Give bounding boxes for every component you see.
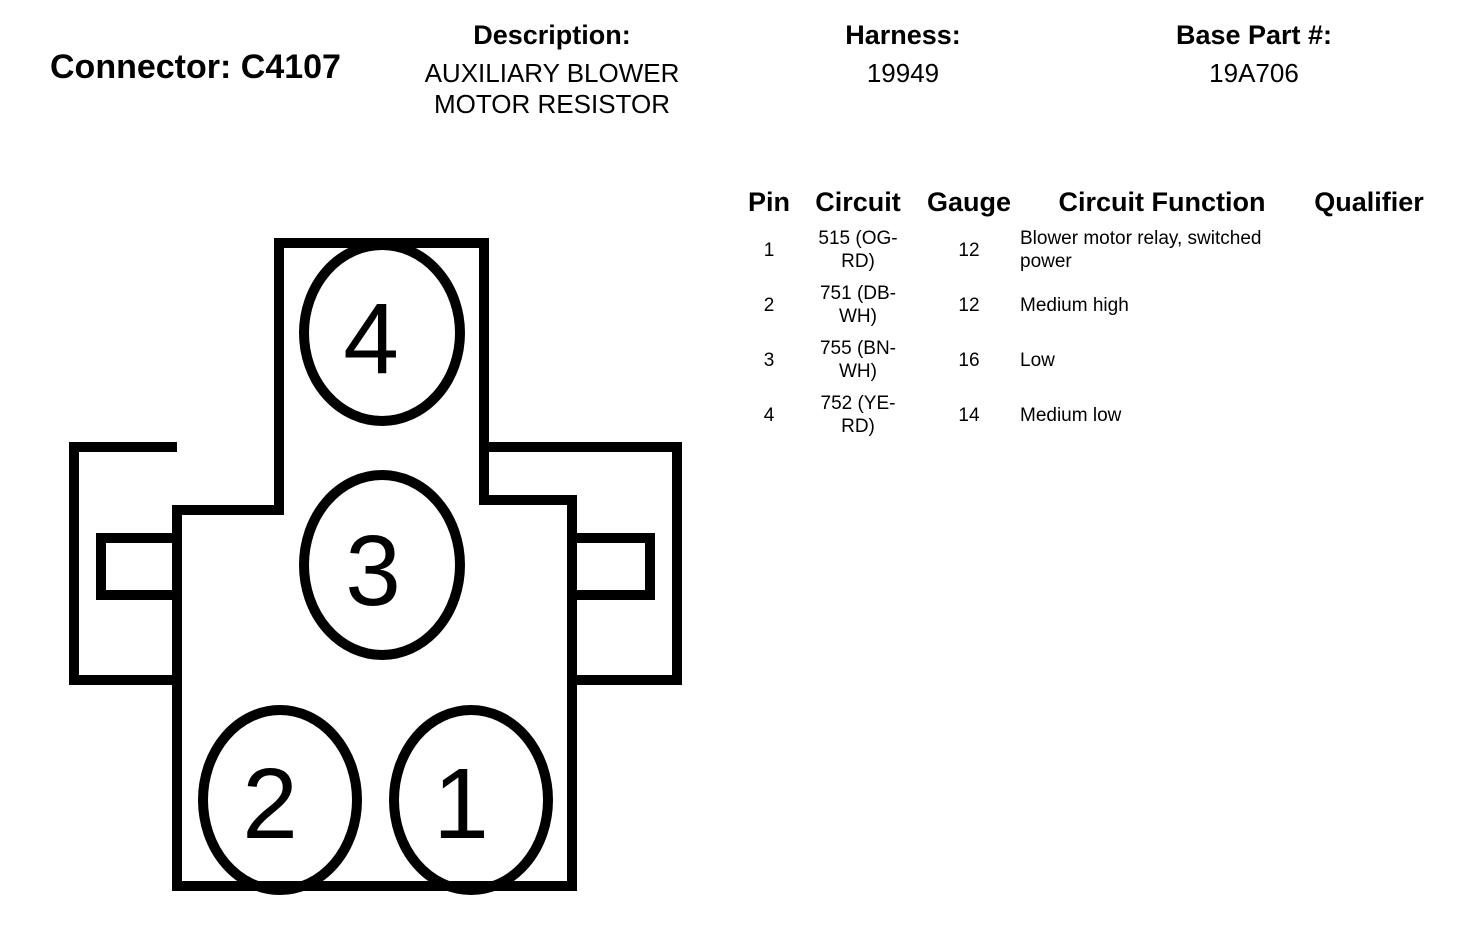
connector-diagram: 4 3 2 1 <box>69 238 682 895</box>
pin-4-socket <box>299 240 465 426</box>
row-gauge: 12 <box>958 295 980 316</box>
description-label: Description: <box>473 20 631 50</box>
harness-label: Harness: <box>845 20 961 50</box>
row-circuit-line-1: 755 (BN- <box>819 338 897 359</box>
row-circuit: 755 (BN- WH) <box>806 337 910 383</box>
row-gauge: 12 <box>958 240 980 261</box>
pin-1-label: 1 <box>433 748 489 860</box>
pin-3-label: 3 <box>345 515 401 627</box>
row-circuit-line-1: 752 (YE- <box>820 393 896 414</box>
description-line-1: AUXILIARY BLOWER <box>424 58 680 88</box>
left-latch-outer <box>69 442 177 685</box>
pin-2-socket <box>198 705 362 895</box>
harness-value: 19949 <box>866 58 940 88</box>
row-circuit: 751 (DB- WH) <box>806 282 910 328</box>
row-function-line-1: Medium high <box>1020 295 1129 316</box>
row-function: Medium low <box>1020 404 1310 427</box>
connector-title: Connector: C4107 <box>50 48 341 86</box>
row-circuit-line-2: RD) <box>841 416 875 437</box>
right-latch-outer <box>484 442 682 685</box>
pin-1-socket <box>389 705 553 895</box>
base-part-value: 19A706 <box>1209 58 1299 88</box>
row-circuit-line-2: WH) <box>839 306 877 327</box>
row-pin: 4 <box>763 405 775 426</box>
row-function: Low <box>1020 349 1310 372</box>
row-function-line-1: Medium low <box>1020 405 1122 426</box>
row-function-line-1: Low <box>1020 350 1055 371</box>
pin-2-label: 2 <box>242 748 298 860</box>
row-circuit: 752 (YE- RD) <box>806 392 910 438</box>
column-header-circuit-function: Circuit Function <box>1058 187 1266 217</box>
right-latch-tab <box>572 533 655 600</box>
description-value: AUXILIARY BLOWER MOTOR RESISTOR <box>392 58 712 120</box>
row-function-line-2: power <box>1020 251 1072 272</box>
row-circuit-line-1: 751 (DB- <box>819 283 897 304</box>
row-function: Medium high <box>1020 294 1310 317</box>
description-line-2: MOTOR RESISTOR <box>434 89 670 119</box>
column-header-pin: Pin <box>747 187 790 217</box>
left-latch-tab <box>96 533 177 600</box>
row-pin: 2 <box>763 295 775 316</box>
row-function-line-1: Blower motor relay, switched <box>1020 228 1262 249</box>
column-header-qualifier: Qualifier <box>1314 187 1424 217</box>
pin-4-label: 4 <box>343 283 399 395</box>
connector-outline <box>172 238 577 891</box>
row-circuit-line-2: RD) <box>841 251 875 272</box>
row-pin: 1 <box>763 240 775 261</box>
row-pin: 3 <box>763 350 775 371</box>
row-circuit-line-2: WH) <box>839 361 877 382</box>
row-circuit-line-1: 515 (OG- <box>818 228 898 249</box>
row-circuit: 515 (OG- RD) <box>806 227 910 273</box>
pin-3-socket <box>299 470 465 660</box>
row-gauge: 16 <box>958 350 980 371</box>
row-gauge: 14 <box>958 405 980 426</box>
column-header-gauge: Gauge <box>926 187 1012 217</box>
column-header-circuit: Circuit <box>815 187 901 217</box>
row-function: Blower motor relay, switched power <box>1020 227 1310 273</box>
base-part-label: Base Part #: <box>1175 20 1333 50</box>
